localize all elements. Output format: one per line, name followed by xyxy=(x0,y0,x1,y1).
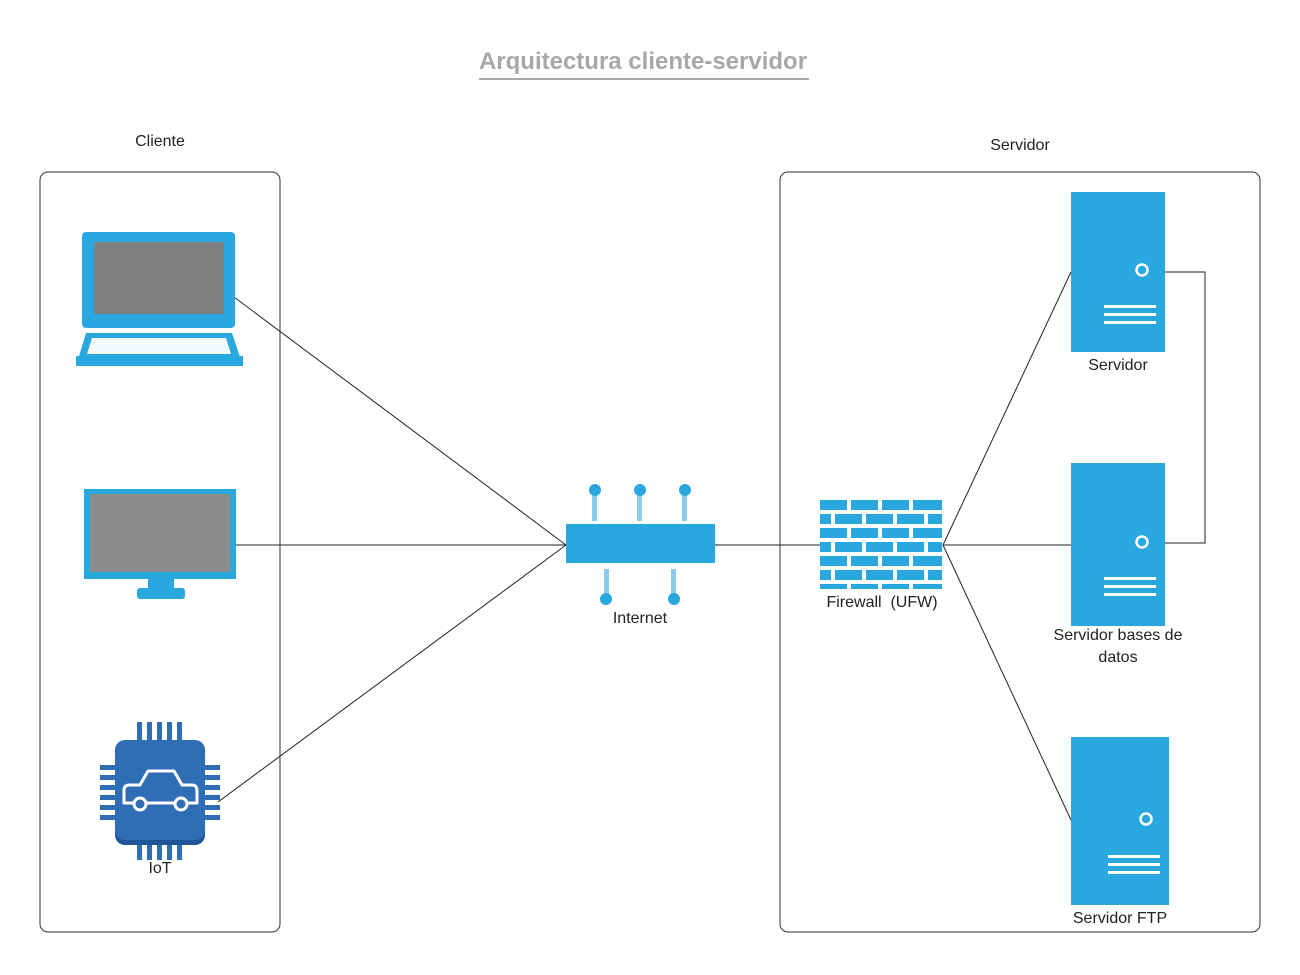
link-firewall-ftp xyxy=(942,544,1072,821)
connections xyxy=(217,271,1206,821)
database-server-icon xyxy=(1071,463,1165,626)
firewall-label: Firewall (UFW) xyxy=(826,594,937,611)
page-title: Arquitectura cliente-servidor xyxy=(479,48,807,75)
server-icon xyxy=(1071,192,1165,352)
server-db-label-line1: Servidor bases de xyxy=(1054,627,1183,644)
client-group-label: Cliente xyxy=(135,133,185,150)
server-group-label: Servidor xyxy=(990,137,1050,154)
server-db-label-line2: datos xyxy=(1098,649,1137,666)
client-group-box xyxy=(39,171,281,933)
laptop-icon xyxy=(76,232,243,366)
monitor-icon xyxy=(84,489,236,599)
link-server-db xyxy=(1165,271,1206,544)
server-group-box xyxy=(779,171,1261,933)
chip-car-icon xyxy=(100,722,220,860)
link-iot-internet xyxy=(217,544,567,803)
internet-label: Internet xyxy=(613,610,668,627)
iot-label: IoT xyxy=(148,860,171,877)
firewall-icon xyxy=(820,500,942,589)
link-laptop-internet xyxy=(233,296,567,546)
ftp-server-icon xyxy=(1071,737,1169,905)
router-icon xyxy=(566,484,715,605)
server-ftp-label: Servidor FTP xyxy=(1073,910,1167,927)
server-main-label: Servidor xyxy=(1088,357,1148,374)
link-firewall-server xyxy=(942,271,1072,546)
